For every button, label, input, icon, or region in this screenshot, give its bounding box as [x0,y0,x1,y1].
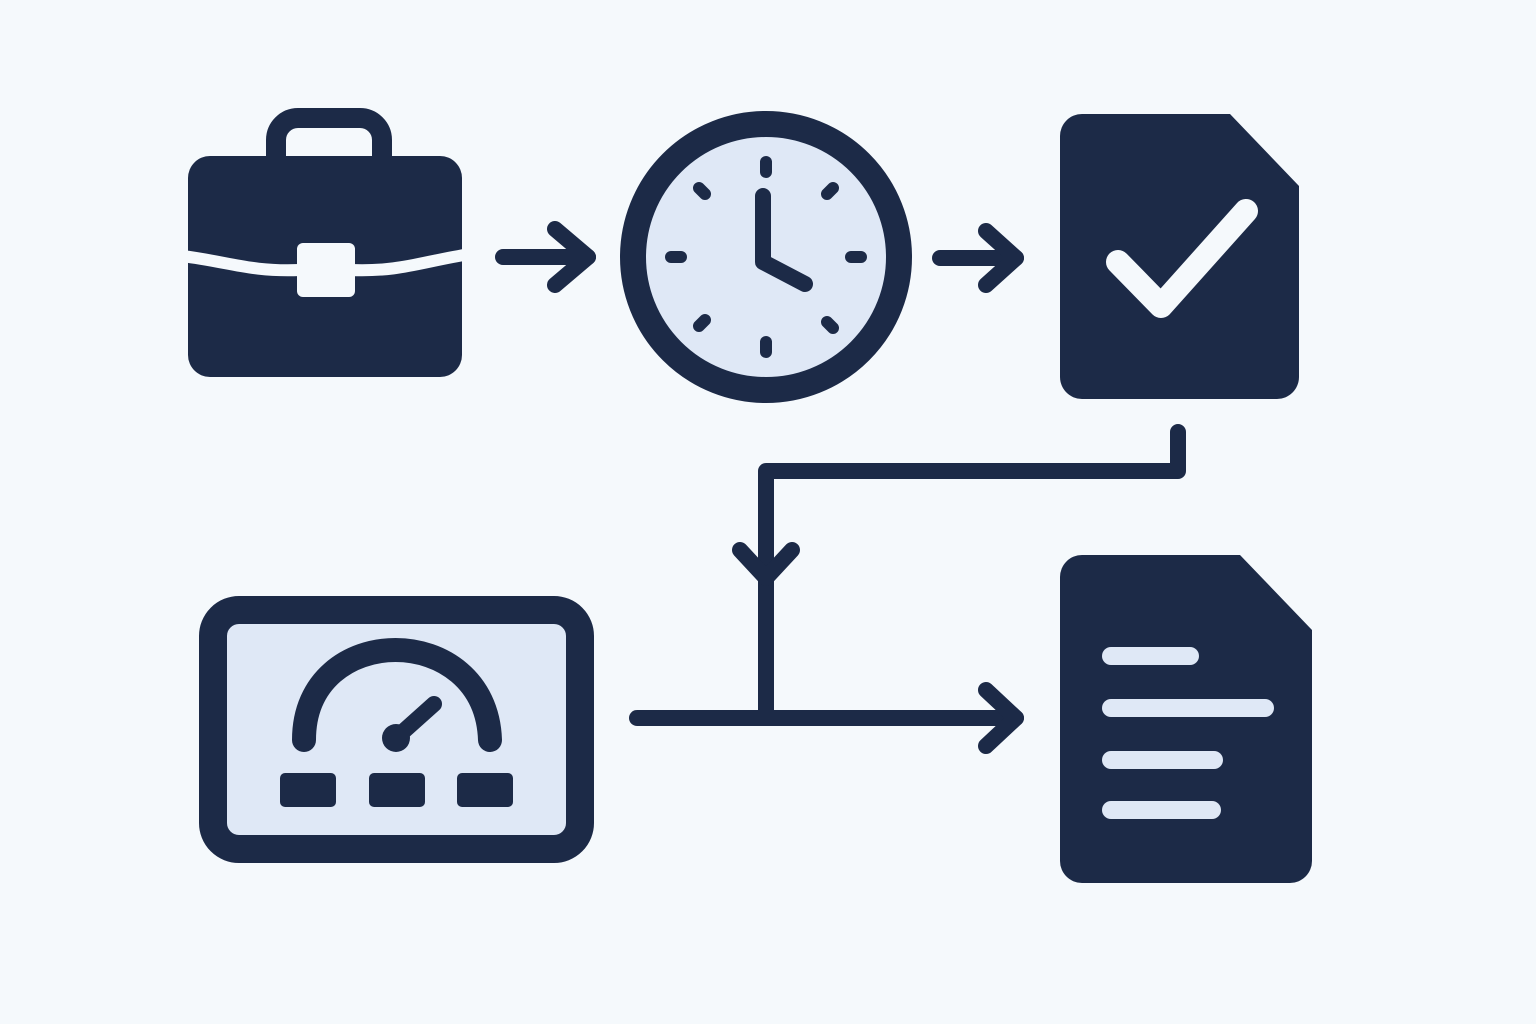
arrow-clock-to-document [932,223,1024,293]
document-check-icon [1060,114,1299,399]
document-lines-icon [1060,555,1312,883]
gauge-dashboard-icon [199,596,594,863]
arrow-dashboard-to-report [629,682,1024,754]
connector-document-to-report [732,424,1186,720]
briefcase-icon [181,108,471,377]
arrow-briefcase-to-clock [495,221,596,293]
clock-icon [620,111,912,403]
